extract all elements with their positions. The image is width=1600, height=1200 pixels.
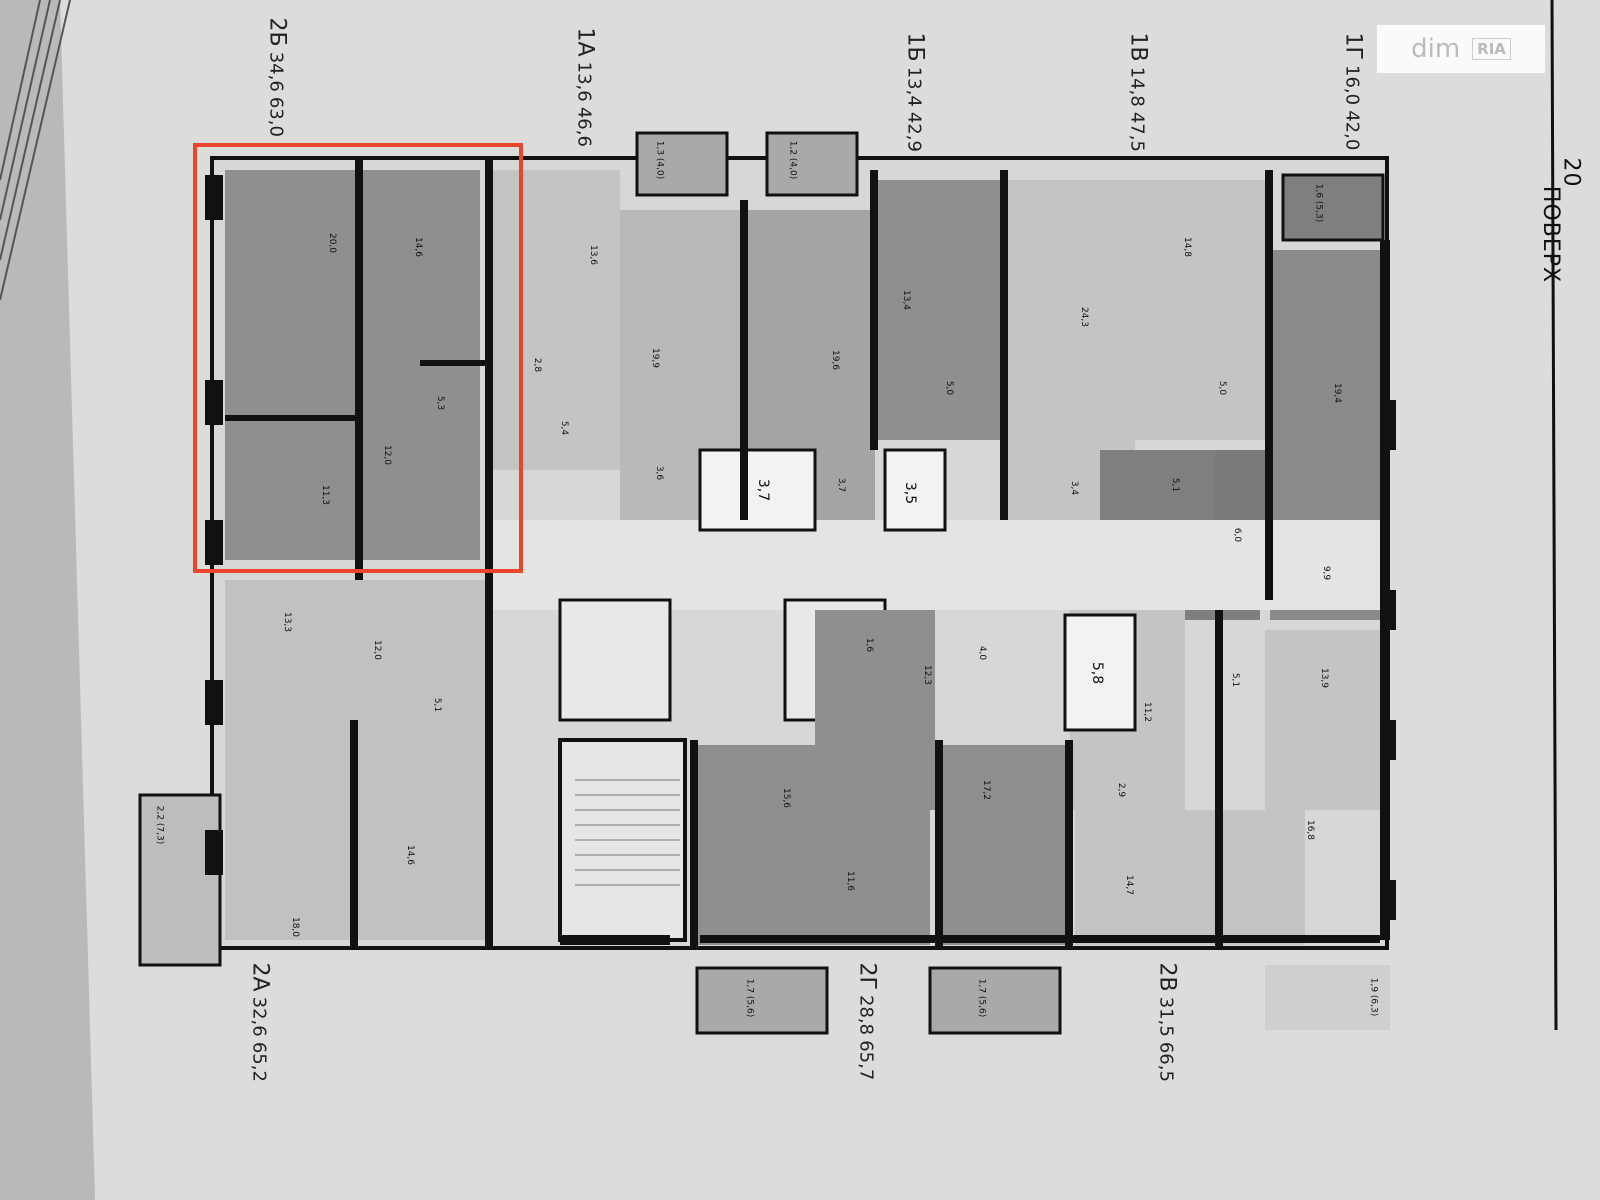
watermark-brand: dim — [1411, 34, 1461, 64]
apt-label-2V: 2В 31,5 66,5 — [1154, 962, 1180, 1082]
room-area: 15,6 — [781, 787, 792, 809]
apt-label-2A: 2А 32,6 65,2 — [247, 962, 273, 1082]
room-area: 1,6 — [864, 637, 875, 653]
room-area: 18,0 — [290, 916, 301, 938]
room-area: 5,1 — [1230, 672, 1241, 688]
balcony-area: 1,2 (4,0) — [787, 140, 798, 180]
room-area: 14,7 — [1124, 874, 1135, 896]
apt-label-2G: 2Г 28,8 65,7 — [854, 962, 880, 1081]
floor-label: ПОВЕРХ — [1538, 185, 1564, 284]
room-area: 5,0 — [1217, 380, 1228, 396]
floor-number: 20 — [1558, 157, 1584, 188]
room-area: 9,9 — [1321, 565, 1332, 581]
room-area: 11,2 — [1142, 701, 1153, 723]
room-area: 13,9 — [1319, 667, 1330, 689]
room-area: 12,3 — [922, 664, 933, 686]
room-area: 13,6 — [588, 244, 599, 266]
room-area: 5,1 — [432, 697, 443, 713]
room-area: 3,6 — [654, 465, 665, 481]
room-area: 19,9 — [650, 347, 661, 369]
room-area: 14,6 — [405, 844, 416, 866]
balcony-area: 1,6 (5,3) — [1313, 183, 1324, 223]
balcony-area: 1,7 (5,6) — [976, 978, 987, 1018]
room-area: 17,2 — [981, 779, 992, 801]
room-area: 2,8 — [532, 357, 543, 373]
room-area: 12,0 — [372, 639, 383, 661]
lobby-area: 3,7 — [755, 478, 772, 502]
highlighted-apartment-frame — [193, 143, 523, 573]
apt-label-1G: 1Г 16,0 42,0 — [1340, 32, 1366, 151]
room-area: 4,0 — [977, 645, 988, 661]
watermark-sub: RIA — [1472, 38, 1511, 60]
balcony-area: 1,9 (6,3) — [1368, 977, 1379, 1017]
room-area: 5,1 — [1170, 477, 1181, 493]
lobby-area: 3,5 — [902, 481, 919, 505]
apt-label-1V: 1В 14,8 47,5 — [1125, 32, 1151, 152]
room-area: 6,0 — [1232, 527, 1243, 543]
room-area: 16,8 — [1305, 819, 1316, 841]
room-area: 5,4 — [559, 420, 570, 436]
room-area: 2,9 — [1116, 782, 1127, 798]
room-area: 19,4 — [1332, 382, 1343, 404]
room-area: 24,3 — [1079, 306, 1090, 328]
room-area: 14,8 — [1182, 236, 1193, 258]
balcony-area: 2,2 (7,3) — [154, 805, 165, 845]
room-area: 5,0 — [944, 380, 955, 396]
dim-ria-watermark: dim RIA — [1376, 24, 1546, 74]
room-area: 13,4 — [901, 289, 912, 311]
balcony-area: 1,7 (5,6) — [744, 978, 755, 1018]
balcony-area: 1,3 (4,0) — [654, 140, 665, 180]
room-area: 3,4 — [1069, 480, 1080, 496]
room-area: 11,6 — [845, 870, 856, 892]
apt-label-2B: 2Б 34,6 63,0 — [264, 17, 290, 137]
room-area: 3,7 — [836, 477, 847, 493]
room-area: 13,3 — [282, 611, 293, 633]
lobby-area: 5,8 — [1089, 661, 1106, 685]
apt-label-1B: 1Б 13,4 42,9 — [902, 32, 928, 152]
room-area: 19,6 — [830, 349, 841, 371]
apt-label-1A: 1А 13,6 46,6 — [572, 27, 598, 147]
